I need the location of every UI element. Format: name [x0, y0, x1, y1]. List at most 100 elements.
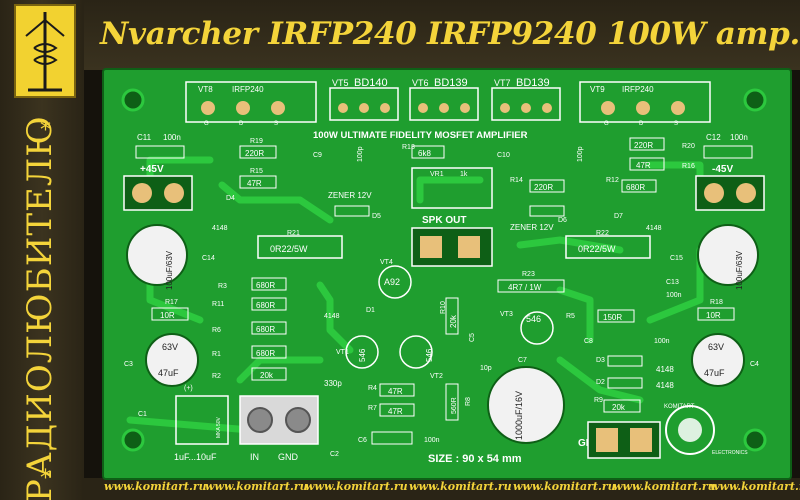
c5-value: 10p [480, 365, 492, 372]
c4-label: C4 [750, 361, 759, 368]
r8-value: 560R [451, 397, 458, 414]
r19-value: 220R [245, 149, 264, 158]
r15-value: 47R [247, 179, 262, 188]
d1-label: D1 [366, 307, 375, 314]
size-label: SIZE : 90 x 54 mm [428, 453, 522, 465]
vt2-outline [399, 335, 433, 369]
vt1-part: 546 [358, 348, 367, 362]
footer-url-1[interactable]: www.komitart.ru [104, 480, 207, 493]
footer-url-4[interactable]: www.komitart.ru [409, 480, 512, 493]
vt3-part: 546 [526, 314, 541, 324]
r22-outline [565, 235, 651, 259]
d1-value: 4148 [324, 313, 340, 320]
d3-label: D3 [596, 357, 605, 364]
komitart-brand-sub: ELECTRONICS [712, 450, 748, 456]
c2-label: C2 [330, 451, 339, 458]
vt4-outline [378, 265, 412, 299]
spk-out-label: SPK OUT [422, 215, 466, 226]
c4-value: 47uF [704, 368, 725, 378]
d6-label: D6 [558, 217, 567, 224]
c12-value: 100n [730, 133, 748, 142]
vr1-value: 1k [460, 171, 468, 178]
r4-label: R4 [368, 385, 377, 392]
c11-value: 100n [163, 133, 181, 142]
footer-url-3[interactable]: www.komitart.ru [305, 480, 408, 493]
c1-note: MKA 50V [216, 416, 222, 438]
footer-url-2[interactable]: www.komitart.ru [205, 480, 308, 493]
vt9-pin-d: D [639, 121, 644, 127]
r6-label: R6 [212, 327, 221, 334]
c14-value: 100uF/63V [165, 250, 174, 290]
c12-outline [703, 145, 753, 159]
c11-label: C11 [137, 133, 152, 142]
vt8-pin-g: G [204, 121, 209, 127]
zener-top-outline [334, 205, 370, 217]
r9-outline [603, 399, 641, 413]
board-heading: 100W ULTIMATE FIDELITY MOSFET AMPLIFIER [313, 130, 528, 141]
r8-label: R8 [465, 397, 472, 406]
c13-label: C13 [666, 279, 679, 286]
vt9-label: VT9 [590, 85, 605, 94]
d4-label: D4 [226, 195, 235, 202]
c12-label: C12 [706, 133, 721, 142]
r5-value: 150R [603, 313, 622, 322]
d2-label: D2 [596, 379, 605, 386]
bottom-banner [84, 478, 800, 500]
r12-value: 680R [626, 183, 645, 192]
r22-label: R22 [596, 230, 609, 237]
c1-label: C1 [138, 411, 147, 418]
top-banner [84, 0, 800, 70]
c3-voltage: 63V [162, 342, 178, 352]
r7-label: R7 [368, 405, 377, 412]
vt4-part: A92 [384, 277, 400, 287]
c3-label: C3 [124, 361, 133, 368]
star-top: * [40, 118, 51, 143]
vr1-outline [411, 167, 493, 209]
r2-value: 20k [260, 371, 274, 380]
footer-url-7[interactable]: www.komitart.ru [710, 480, 800, 493]
r8-outline [445, 383, 459, 421]
r4-value: 47R [388, 387, 403, 396]
vt6-part: BD139 [434, 77, 468, 89]
r14-label: R14 [510, 177, 523, 184]
d7-value: 4148 [646, 225, 662, 232]
gnd-pad-1 [596, 428, 618, 452]
c15-body [697, 224, 759, 286]
vt5-part: BD140 [354, 77, 388, 89]
vt9-pin-g: G [604, 121, 609, 127]
vt7-part: BD139 [516, 77, 550, 89]
c14-label: C14 [202, 255, 215, 262]
r22-value: 0R22/5W [578, 244, 616, 254]
vt4-label: VT4 [380, 259, 393, 266]
r3-value: 680R [256, 281, 275, 290]
copper-traces [126, 156, 704, 434]
c10-label: C10 [497, 152, 510, 159]
d5-label: D5 [372, 213, 381, 220]
c5-label: C5 [469, 333, 476, 342]
footer-url-6[interactable]: www.komitart.ru [613, 480, 716, 493]
input-in-label: IN [250, 452, 259, 462]
c13-value: 100n [666, 292, 682, 299]
c15-value: 100uF/63V [735, 250, 744, 290]
antenna-logo [14, 4, 76, 98]
c8-label: C8 [584, 338, 593, 345]
r19-label: R19 [250, 138, 263, 145]
c10-value: 100p [577, 146, 584, 162]
footer-url-5[interactable]: www.komitart.ru [513, 480, 616, 493]
r23-value: 4R7 / 1W [508, 283, 542, 292]
r1-value: 680R [256, 349, 275, 358]
r11-value: 680R [256, 301, 275, 310]
c6-value: 100n [424, 437, 440, 444]
c2-value: 330p [324, 379, 342, 388]
r20-label: R20 [682, 143, 695, 150]
left-resistor-bank [251, 277, 287, 381]
d3-outline [607, 355, 643, 367]
c3-value: 47uF [158, 368, 179, 378]
input-cap-range: 1uF...10uF [174, 452, 217, 462]
vt8-pin-s: S [274, 121, 278, 127]
c6-outline [371, 431, 413, 445]
r15-label: R15 [250, 168, 263, 175]
r3-label: R3 [218, 283, 227, 290]
r14-outline [529, 179, 565, 193]
